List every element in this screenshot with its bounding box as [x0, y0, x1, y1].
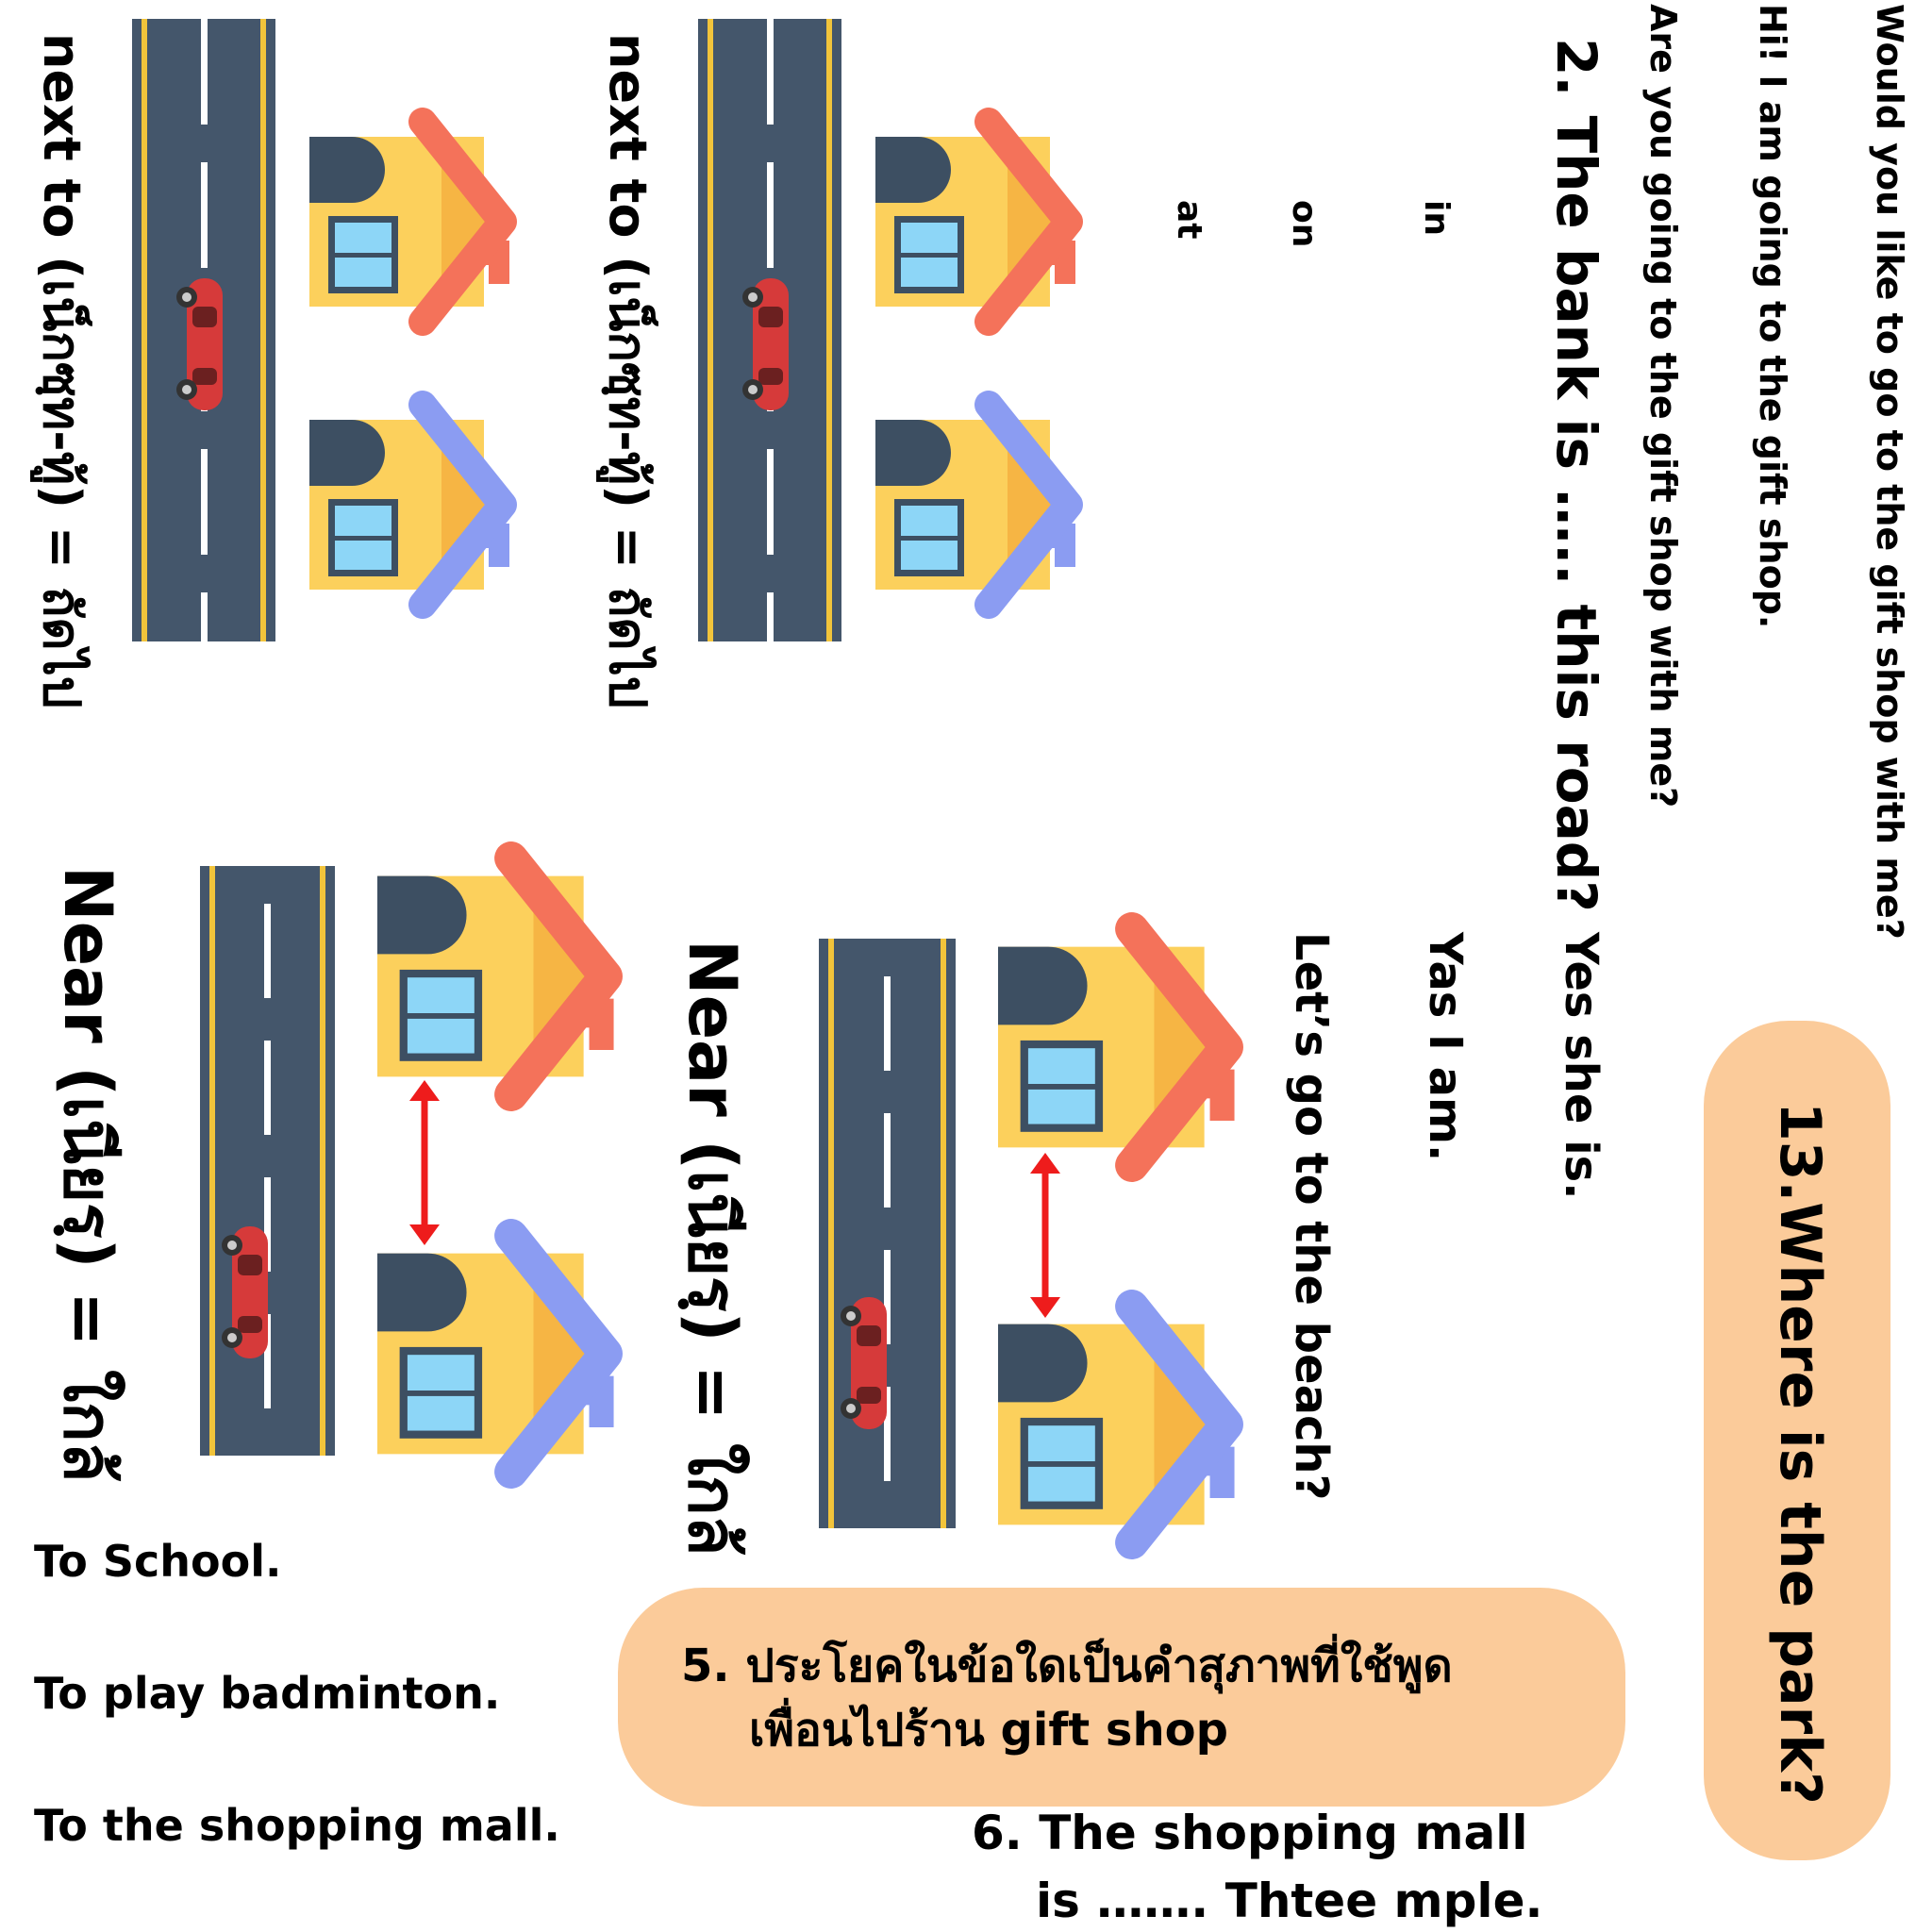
hi-going-text: Hi! I am going to the gift shop.: [1752, 4, 1793, 629]
answer-beach[interactable]: Let’s go to the beach?: [1285, 932, 1338, 1501]
q2-question: 2. The bank is ….. this road?: [1544, 38, 1608, 912]
road-icon: [819, 939, 956, 1528]
q5-question-line2: เพื่อนไปร้าน gift shop: [749, 1704, 1228, 1757]
near-label: Near (เนียรฺ) = ใกล้: [49, 866, 126, 1483]
option-at[interactable]: at: [1170, 200, 1208, 240]
option-in[interactable]: in: [1417, 200, 1456, 236]
are-you-going-text: Are you going to the gift shop with me?: [1642, 4, 1684, 808]
option-to-play-badminton[interactable]: To play badminton.: [34, 1668, 501, 1719]
option-to-shopping-mall[interactable]: To the shopping mall.: [34, 1800, 560, 1851]
double-arrow-icon: [409, 1080, 440, 1245]
q13-question: 13.Where is the park?: [1767, 1102, 1833, 1805]
house-blue-roof-icon: [309, 377, 517, 632]
option-on[interactable]: on: [1285, 200, 1324, 248]
house-red-roof-icon: [309, 94, 517, 349]
car-icon: [742, 278, 789, 410]
option-to-school[interactable]: To School.: [34, 1536, 282, 1587]
answer-yes-she[interactable]: Yes she is.: [1555, 932, 1607, 1200]
q6-question-line1: 6. The shopping mall: [972, 1806, 1528, 1860]
car-icon: [176, 278, 223, 410]
next-to-label: next to (เน็กซฺท-ทู้) = ถัดไป: [598, 33, 658, 708]
road-icon: [200, 866, 335, 1456]
q5-pill: [618, 1588, 1625, 1807]
q6-question-line2: is ……. Thtee mple.: [1036, 1874, 1543, 1928]
house-blue-roof-icon: [377, 1226, 623, 1481]
house-red-roof-icon: [377, 849, 623, 1104]
car-icon: [222, 1226, 268, 1358]
double-arrow-icon: [1030, 1153, 1060, 1318]
q13-pill: [1704, 1021, 1890, 1860]
car-icon: [841, 1297, 887, 1429]
house-red-roof-icon: [875, 94, 1083, 349]
answer-yas-i[interactable]: Yas I am.: [1419, 932, 1472, 1162]
house-blue-roof-icon: [998, 1297, 1243, 1552]
next-to-label: next to (เน็กซฺท-ทู้) = ถัดไป: [32, 33, 92, 708]
house-blue-roof-icon: [875, 377, 1083, 632]
near-label: Near (เนียรฺ) = ใกล้: [674, 940, 751, 1557]
would-you-like-text: Would you like to go to the gift shop wi…: [1869, 4, 1910, 940]
q5-question-line1: 5. ประโยคในข้อใดเป็นคำสุภาพที่ใช้พูด: [681, 1640, 1453, 1692]
house-red-roof-icon: [998, 920, 1243, 1174]
